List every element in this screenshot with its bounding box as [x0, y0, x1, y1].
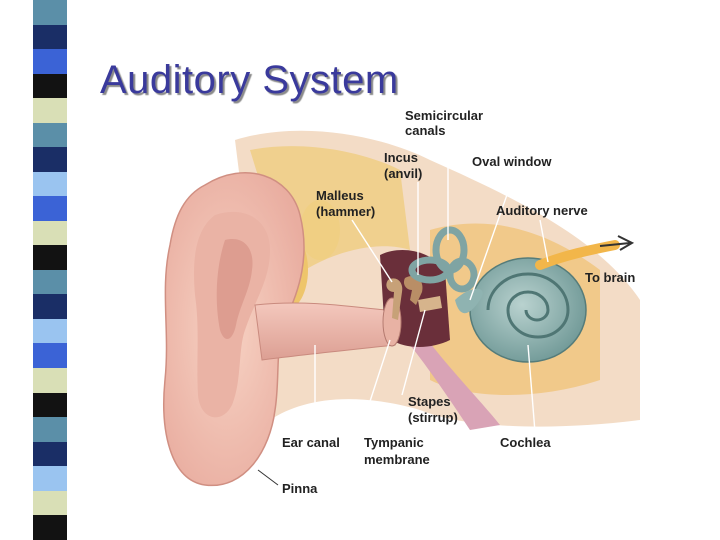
- stripe-block: [33, 98, 67, 123]
- label-incus: Incus: [384, 150, 418, 165]
- label-ear-canal: Ear canal: [282, 435, 340, 450]
- decorative-stripe: [33, 0, 67, 540]
- label-incus-2: (anvil): [384, 166, 422, 181]
- stripe-block: [33, 24, 67, 50]
- stripe-block: [33, 73, 67, 99]
- stripe-block: [33, 0, 67, 25]
- stripe-block: [33, 294, 67, 319]
- stripe-block: [33, 392, 67, 418]
- label-semicircular: Semicircular: [405, 108, 483, 123]
- stripe-block: [33, 343, 67, 368]
- stripe-block: [33, 441, 67, 467]
- stripe-block: [33, 269, 67, 295]
- label-oval-window: Oval window: [472, 154, 552, 169]
- label-to-brain: To brain: [585, 270, 635, 285]
- stripe-block: [33, 171, 67, 197]
- label-tympanic: Tympanic: [364, 435, 424, 450]
- label-pinna: Pinna: [282, 481, 318, 496]
- stripe-block: [33, 515, 67, 540]
- label-cochlea: Cochlea: [500, 435, 551, 450]
- stripe-block: [33, 122, 67, 148]
- cochlea-shape: [455, 257, 587, 363]
- label-stapes-2: (stirrup): [408, 410, 458, 425]
- malleus-shape: [386, 278, 403, 320]
- stripe-block: [33, 417, 67, 442]
- stapes-shape: [418, 296, 442, 312]
- label-malleus-2: (hammer): [316, 204, 375, 219]
- label-tympanic-2: membrane: [364, 452, 430, 467]
- auditory-nerve-shape: [535, 240, 620, 270]
- stripe-block: [33, 49, 67, 74]
- slide-title: Auditory System: [100, 58, 399, 102]
- stripe-block: [33, 490, 67, 516]
- stripe-block: [33, 367, 67, 393]
- stripe-block: [33, 220, 67, 246]
- stripe-block: [33, 196, 67, 221]
- pinna-shape: [163, 172, 305, 487]
- label-malleus: Malleus: [316, 188, 364, 203]
- label-semicircular-2: canals: [405, 123, 445, 138]
- stripe-block: [33, 245, 67, 270]
- incus-shape: [403, 275, 423, 305]
- middle-ear: [380, 250, 450, 347]
- leader-lines: [257, 140, 549, 486]
- stripe-block: [33, 147, 67, 172]
- stripe-block: [33, 466, 67, 491]
- stripe-block: [33, 318, 67, 344]
- label-stapes: Stapes: [408, 394, 451, 409]
- to-brain-arrow: [599, 235, 635, 251]
- semicircular-canals-shape: [408, 226, 478, 293]
- label-auditory-nerve: Auditory nerve: [496, 203, 588, 218]
